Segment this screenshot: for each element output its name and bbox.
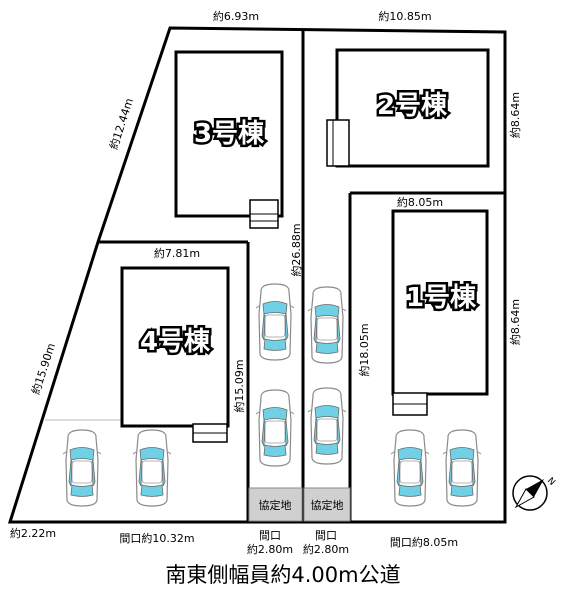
dim-right-lower: 約8.64m [508, 299, 522, 345]
building-1 [391, 209, 489, 396]
dim-lot1-top: 約8.05m [397, 195, 443, 209]
site-boundary [7, 26, 507, 524]
building-4 [120, 266, 230, 428]
kyotei-right [303, 487, 351, 522]
svg-text:N: N [545, 476, 557, 488]
dim-bottom-left-small: 約2.22m [10, 526, 56, 540]
dim-frontage-right-value: 約2.80m [303, 542, 349, 556]
car-icon [390, 429, 430, 507]
north-arrow-icon: N [512, 475, 557, 511]
building-1-label: 1号棟 [406, 283, 477, 313]
car-icon [307, 387, 347, 465]
car-icon [255, 389, 295, 467]
car-icon [307, 286, 347, 364]
dim-frontage-lot4: 間口約10.32m [119, 531, 194, 545]
dim-right-upper: 約8.64m [508, 92, 522, 138]
kyotei-left-label: 協定地 [259, 498, 292, 512]
kyotei-right-label: 協定地 [311, 498, 344, 512]
car-icon [132, 429, 172, 507]
building-3 [174, 50, 284, 218]
dim-top-right: 約10.85m [378, 9, 431, 23]
dim-lot4-top: 約7.81m [154, 246, 200, 260]
dim-top-left: 約6.93m [213, 9, 259, 23]
building-2 [335, 48, 490, 168]
kyotei-left [248, 487, 303, 522]
dim-frontage-lot1: 間口約8.05m [390, 535, 458, 549]
dim-frontage-left-value: 約2.80m [247, 542, 293, 556]
building-3-label: 3号棟 [194, 119, 265, 149]
car-icon [62, 429, 102, 507]
road-label: 南東側幅員約4.00m公道 [165, 563, 400, 587]
dim-lot1-left: 約18.05m [357, 323, 371, 376]
dim-lot4-right: 約15.09m [232, 359, 246, 412]
building-2-label: 2号棟 [377, 91, 448, 121]
car-icon [442, 429, 482, 507]
building-2-entry-step [326, 119, 350, 167]
dim-frontage-left-title: 間口 [259, 529, 281, 542]
dim-frontage-right-title: 間口 [315, 529, 337, 542]
dim-center-vertical: 約26.88m [289, 223, 303, 276]
car-icon [255, 283, 295, 361]
building-4-label: 4号棟 [140, 327, 211, 357]
